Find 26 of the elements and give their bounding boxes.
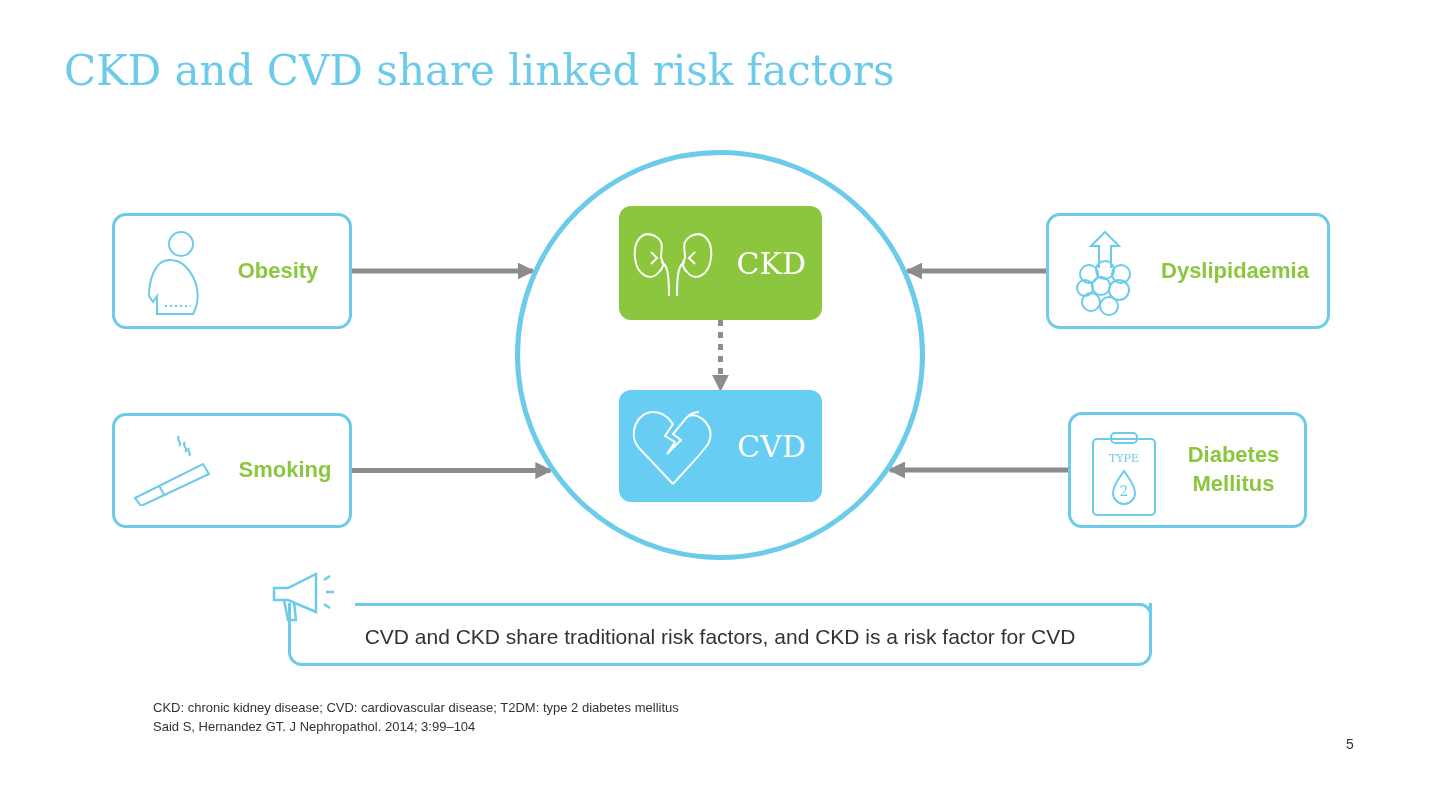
risk-factor-box bbox=[1046, 213, 1330, 329]
arrow bbox=[888, 461, 1068, 479]
risk-factor-box bbox=[1068, 412, 1307, 528]
risk-factor-label: Dyslipidaemia bbox=[1160, 256, 1310, 285]
icon-label: TYPE bbox=[1108, 453, 1140, 464]
arrow bbox=[905, 262, 1046, 280]
disease-box bbox=[619, 206, 822, 320]
arrow bbox=[712, 320, 729, 392]
arrow bbox=[352, 262, 535, 280]
icon-label: 2 bbox=[1118, 484, 1130, 498]
callout-text: CVD and CKD share traditional risk factors, and CKD is a risk factor for CVD bbox=[364, 625, 1076, 649]
reference-note: Said S, Hernandez GT. J Nephropathol. 2014; 3:99–104 bbox=[153, 718, 477, 736]
callout-box bbox=[288, 603, 1152, 666]
risk-factor-label: Diabetes Mellitus bbox=[1186, 441, 1281, 498]
disease-label: CVD bbox=[737, 428, 806, 464]
risk-factor-label: Smoking bbox=[237, 456, 333, 485]
risk-factor-label: Obesity bbox=[236, 256, 320, 285]
disease-label: CKD bbox=[736, 245, 806, 281]
disease-box bbox=[619, 390, 822, 502]
slide-title: CKD and CVD share linked risk factors bbox=[64, 46, 895, 95]
arrow bbox=[352, 462, 553, 479]
page-number: 5 bbox=[1346, 736, 1354, 752]
abbreviations-note: CKD: chronic kidney disease; CVD: cardiovascular disease; T2DM: type 2 diabetes mellitus bbox=[153, 699, 679, 717]
circle-outline bbox=[515, 150, 925, 560]
risk-factor-box bbox=[112, 213, 352, 329]
risk-factor-box bbox=[112, 413, 352, 528]
